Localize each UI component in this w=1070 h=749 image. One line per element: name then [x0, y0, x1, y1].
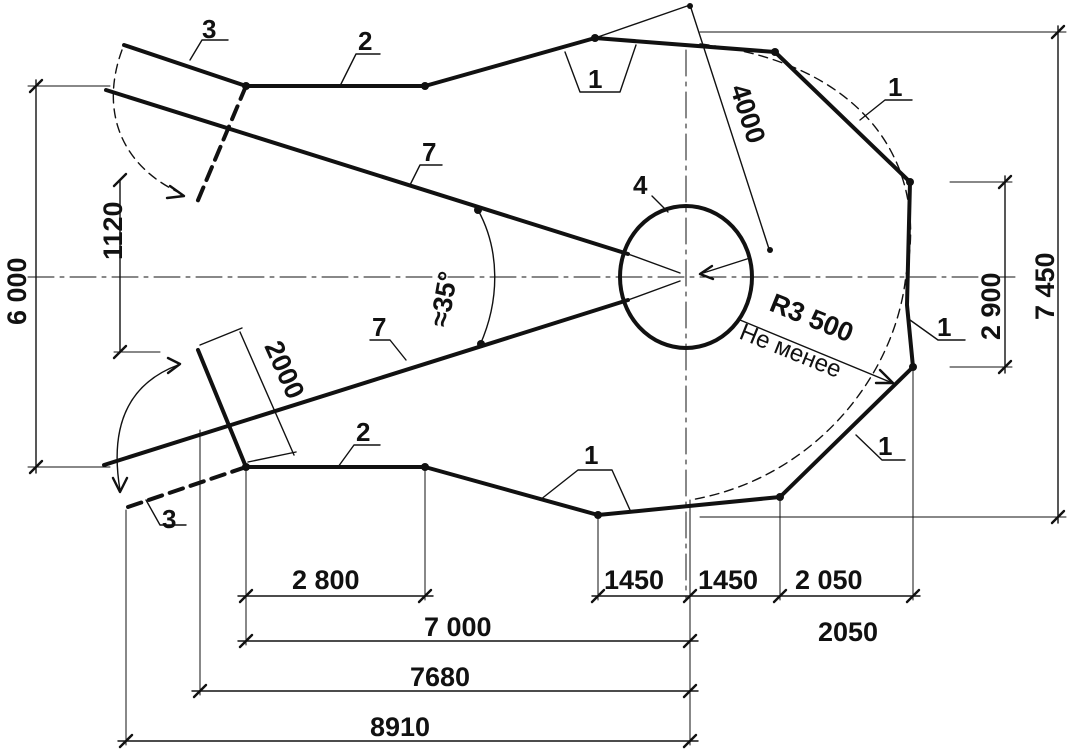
- dim-tick: [687, 3, 693, 9]
- axis-lines: [27, 49, 1016, 601]
- upper-guide-line: [104, 88, 630, 256]
- dim-4000: 4000: [724, 81, 771, 147]
- label-1-right-lower: 1: [878, 431, 892, 461]
- label-1-bottom: 1: [584, 440, 598, 470]
- dim-1450-left: 1450: [604, 565, 664, 595]
- leader-1-right-upper: [859, 99, 913, 121]
- dim-1120: 1120: [98, 201, 128, 260]
- label-1-top: 1: [588, 64, 602, 94]
- center-arrow: [699, 257, 751, 275]
- dim-1450-right: 1450: [698, 565, 758, 595]
- vertex: [594, 511, 602, 519]
- label-7-upper: 7: [422, 137, 436, 167]
- vertex: [421, 463, 429, 471]
- label-3-lower: 3: [162, 504, 176, 534]
- label-7-lower: 7: [372, 312, 386, 342]
- vertex: [771, 48, 779, 56]
- leader-3-lower: [145, 499, 187, 526]
- dim-6000: 6 000: [2, 257, 32, 325]
- leader-7-lower: [369, 339, 407, 361]
- vertex: [776, 493, 784, 501]
- upper-guide-extension: [627, 253, 681, 274]
- radius-arc: [689, 43, 912, 501]
- angle-point: [477, 340, 485, 348]
- dim-2000-ext: [199, 327, 243, 346]
- dim-tick: [767, 247, 773, 253]
- angle-point: [474, 206, 482, 214]
- bottom-dimensions: [117, 369, 921, 749]
- leader-3-upper: [189, 39, 229, 61]
- label-1-right: 1: [937, 312, 951, 342]
- dim-4000-line: [689, 4, 771, 253]
- label-1-right-upper: 1: [888, 72, 902, 102]
- leader-2-upper: [339, 53, 381, 87]
- leader-1-right: [909, 319, 966, 341]
- label-4: 4: [633, 170, 648, 200]
- angle-label: ≈35°: [424, 269, 463, 329]
- label-2-lower: 2: [356, 417, 370, 447]
- upper-swing-arrow: [165, 184, 186, 200]
- dim-2900: 2 900: [976, 272, 1006, 340]
- leader-2-lower: [337, 444, 381, 468]
- lower-gate-wall: [126, 465, 248, 509]
- vertex: [421, 82, 429, 90]
- label-2-upper: 2: [358, 26, 372, 56]
- dim-2000-ext: [247, 451, 297, 463]
- dim-2050-total: 2050: [818, 617, 878, 647]
- dim-8910: 8910: [370, 712, 430, 742]
- lower-gate-swing: [116, 364, 179, 491]
- right-contour: [905, 180, 915, 369]
- lower-swing-arrow-end: [111, 476, 129, 494]
- lower-guide-line: [102, 298, 630, 467]
- position-leaders: [145, 39, 966, 526]
- upper-gate-leaf: [194, 84, 248, 207]
- dim-2800: 2 800: [292, 565, 360, 595]
- lower-swing-arrow: [166, 356, 182, 375]
- dim-7000: 7 000: [424, 612, 492, 642]
- upper-gate-swing: [112, 49, 181, 194]
- leader-1-top: [564, 44, 637, 93]
- radius-leader: [739, 319, 891, 383]
- dim-2000-line: [239, 331, 295, 456]
- label-3-upper: 3: [202, 14, 216, 44]
- dim-2050: 2 050: [795, 565, 863, 595]
- side-dimensions: [27, 24, 1067, 525]
- guide-lines: [102, 88, 681, 467]
- dim-7450: 7 450: [1030, 252, 1060, 320]
- radius-arrow: [874, 368, 895, 385]
- angle-arc: [477, 209, 496, 346]
- center-arrow-head: [698, 264, 715, 281]
- upper-contour: [244, 36, 912, 184]
- dim-4000-ext: [594, 4, 691, 39]
- lower-guide-extension: [627, 280, 681, 301]
- vertex: [906, 178, 914, 186]
- vertex: [909, 363, 917, 371]
- dim-ticks: [118, 588, 921, 749]
- upper-gate-wall: [122, 43, 248, 88]
- lower-gate-leaf: [196, 348, 248, 469]
- central-circle: [618, 204, 754, 350]
- side-ticks: [28, 24, 1066, 525]
- leader-1-bottom: [539, 469, 631, 511]
- gates: [111, 43, 248, 509]
- leader-4: [651, 195, 669, 213]
- leader-1-right-lower: [855, 434, 906, 461]
- dim-7680: 7680: [410, 662, 470, 692]
- leader-7-upper: [409, 164, 443, 186]
